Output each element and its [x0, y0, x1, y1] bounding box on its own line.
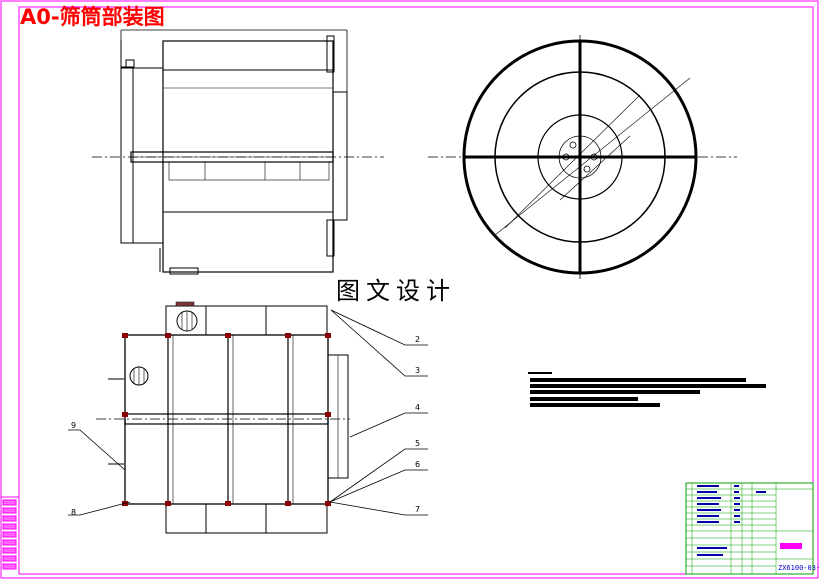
balloon-8: 8 — [71, 508, 76, 517]
section-view — [96, 301, 350, 534]
balloon-6: 6 — [415, 460, 420, 469]
leader-lines — [68, 309, 428, 516]
balloon-2: 2 — [415, 335, 420, 344]
balloon-5: 5 — [415, 439, 420, 448]
balloon-9: 9 — [71, 421, 76, 430]
drawing-title: A0-筛筒部装图 — [20, 5, 165, 29]
weld-joints — [122, 333, 331, 506]
balloon-4: 4 — [415, 403, 420, 412]
binding-strip-stamps — [2, 499, 17, 570]
side-view — [428, 35, 737, 282]
drawing-number: ZX6100-03-0 — [778, 564, 819, 572]
front-view — [92, 29, 384, 275]
technical-notes — [528, 372, 766, 407]
title-block: ZX6100-03-0 — [685, 482, 819, 575]
inner-border — [18, 6, 814, 575]
balloon-7: 7 — [415, 505, 420, 514]
part-balloons: 2 3 4 5 6 7 8 9 — [71, 335, 420, 517]
watermark-text: 图文设计 — [336, 277, 456, 305]
balloon-3: 3 — [415, 366, 420, 375]
